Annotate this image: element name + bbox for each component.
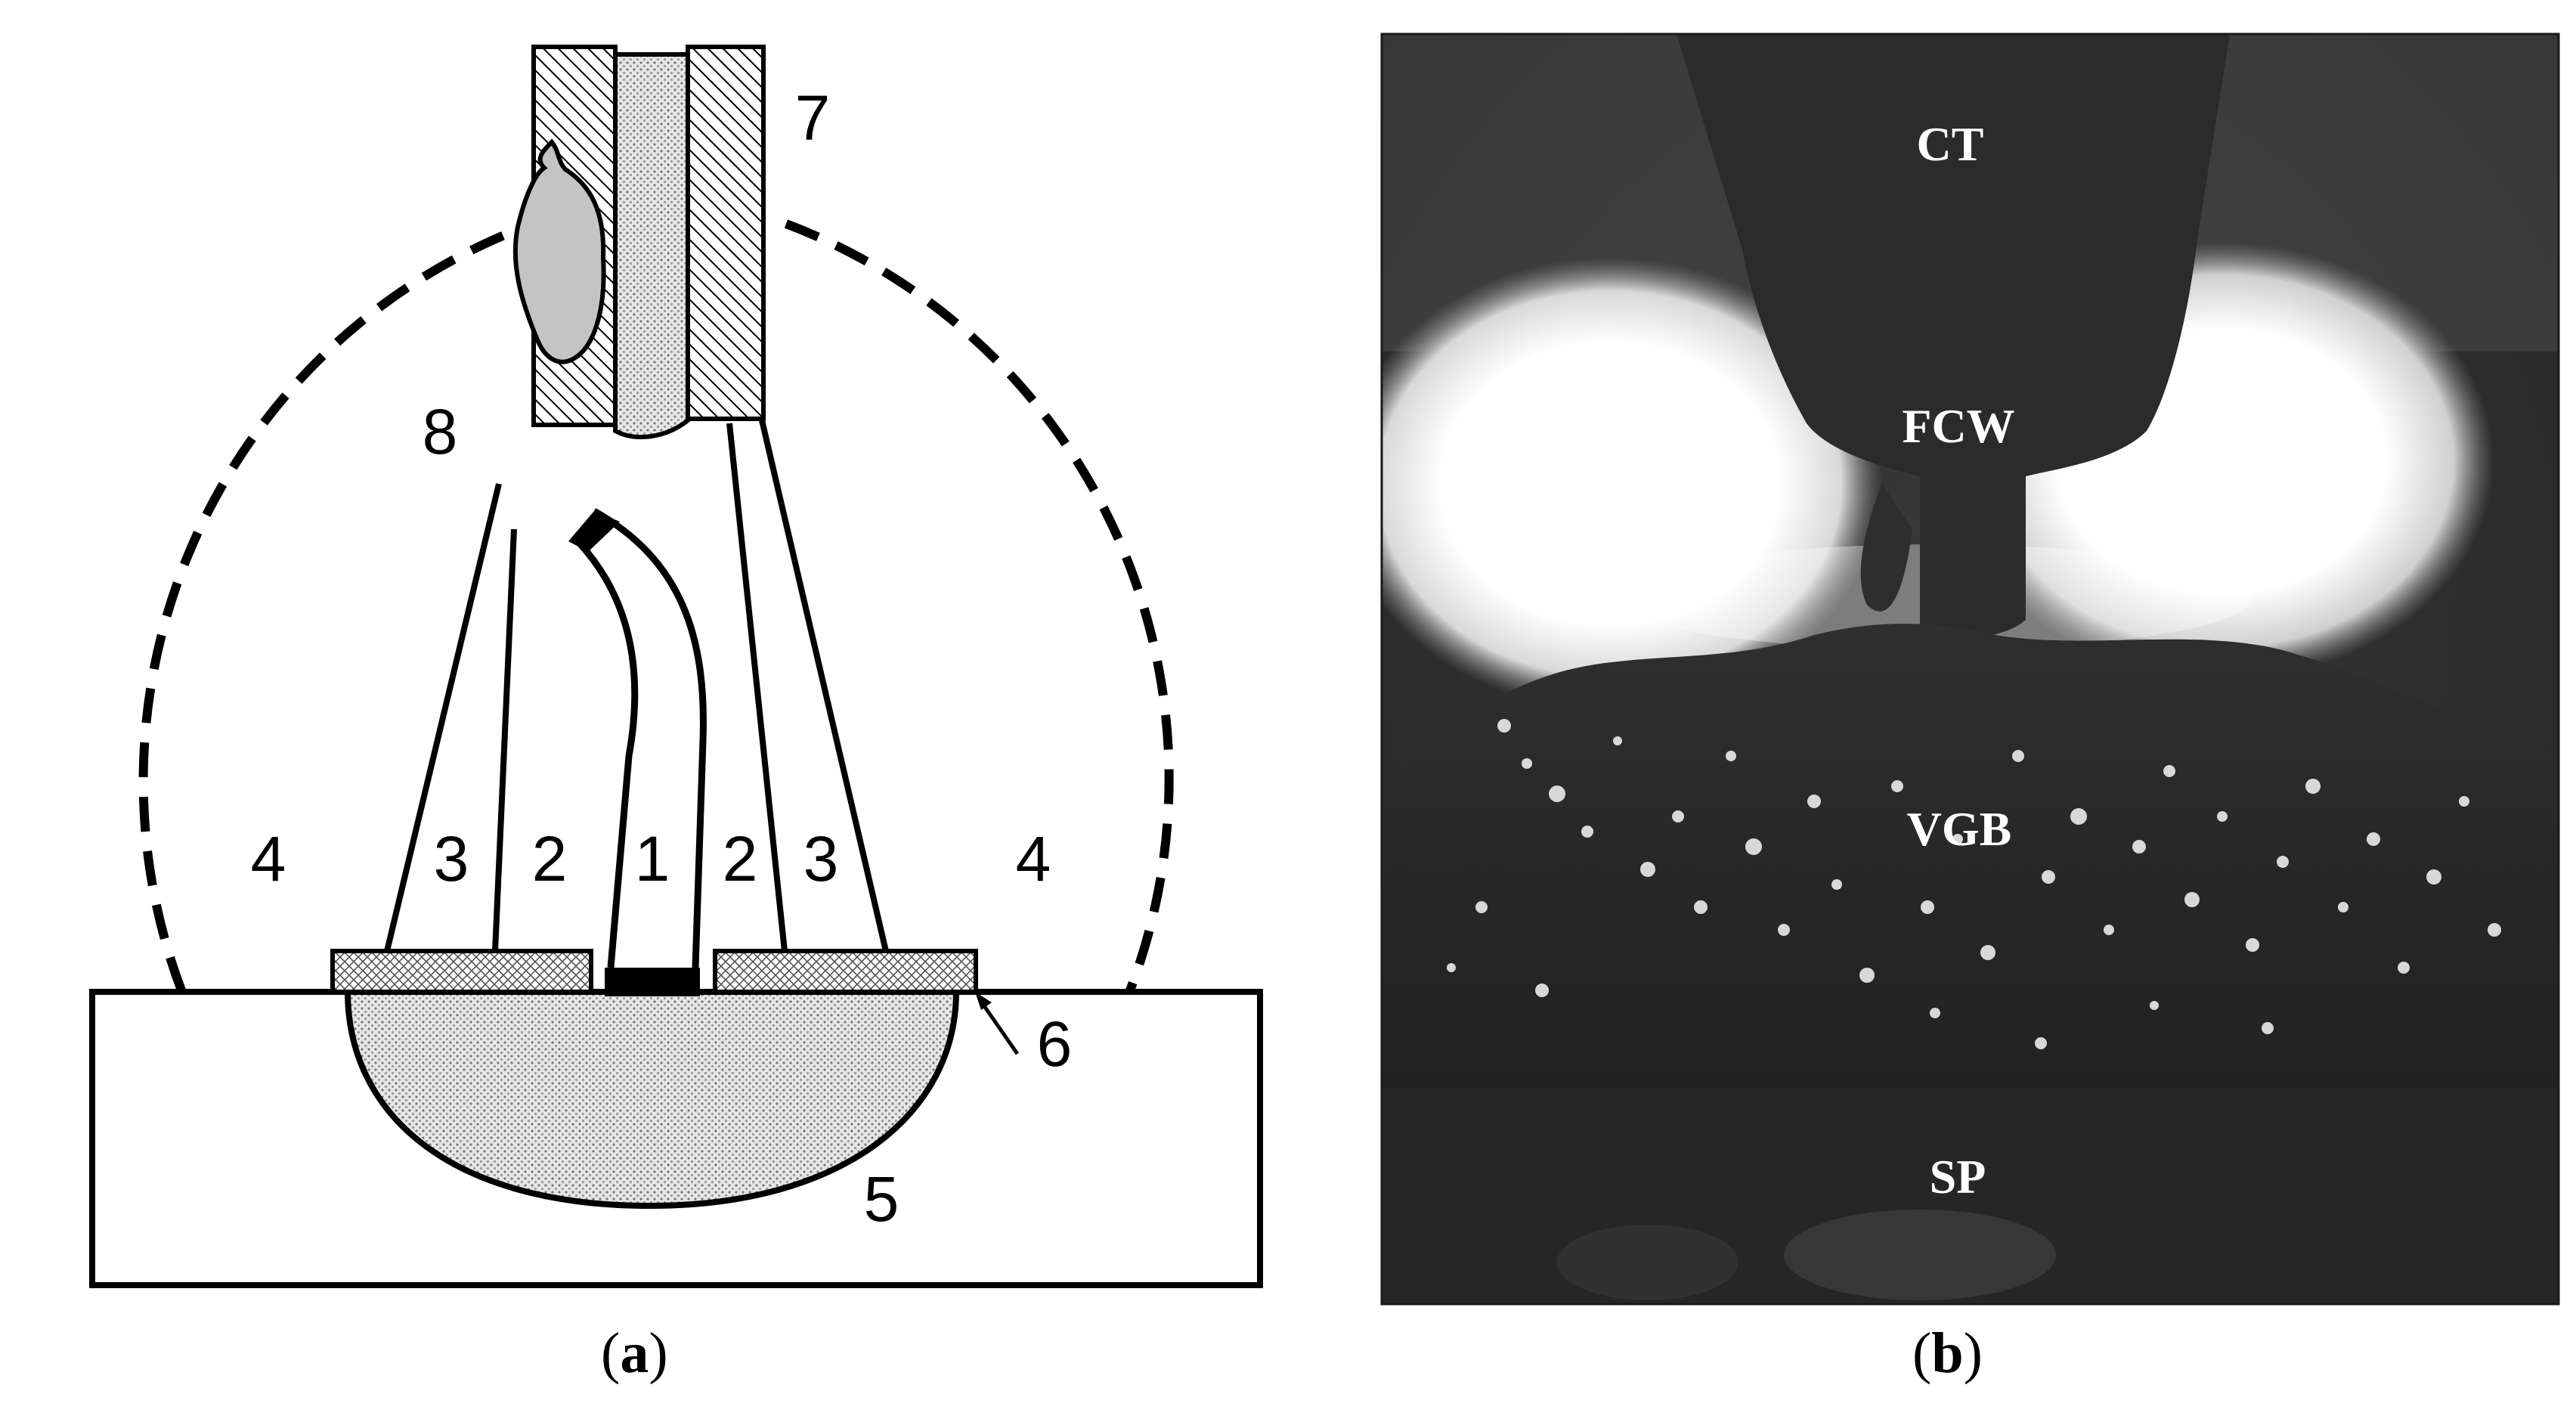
label-zone-3-right: 3 (803, 823, 839, 894)
zone-3-boundary-left (384, 483, 502, 952)
droplet (512, 138, 606, 364)
panel-b-photo: CT FCW VGB SP (1380, 33, 2560, 1306)
label-zone-3-left: 3 (434, 823, 469, 894)
caption-panel-a: (a) (601, 1321, 668, 1385)
slag-pad-right (713, 949, 978, 994)
label-6: 6 (1037, 1008, 1073, 1080)
flux-cored-wire (613, 52, 690, 440)
zone-3-boundary-right (759, 420, 889, 952)
arc-glow-left (1382, 257, 1882, 711)
caption-letter-a: a (620, 1321, 649, 1385)
slag-pool-reflection (1557, 1225, 1738, 1300)
contact-tip (1677, 34, 2230, 638)
slag-pad-left (330, 949, 593, 994)
weld-pool (344, 989, 960, 1210)
label-zone-2-left: 2 (532, 823, 568, 894)
label-sp: SP (1930, 1150, 1986, 1204)
label-zone-4-left: 4 (251, 823, 286, 894)
nozzle-wall-right (686, 45, 766, 421)
label-zone-2-right: 2 (723, 823, 758, 894)
zone-1-channel (577, 541, 639, 968)
dashed-arc (784, 219, 1174, 993)
slag-pool-reflection (1784, 1210, 2056, 1300)
caption-panel-b: (b) (1912, 1321, 1983, 1385)
vgb-particles (1447, 719, 2501, 1049)
droplet-neck (568, 511, 620, 552)
label-zone-4-right: 4 (1016, 823, 1051, 894)
zone-1-channel (592, 508, 707, 968)
label-7: 7 (795, 82, 831, 153)
vapor-gas-bubble (1382, 624, 2559, 1104)
arrow-6-head (975, 992, 992, 1010)
zone-2-boundary-right (726, 423, 788, 952)
arc-root (605, 968, 700, 996)
label-vgb: VGB (1907, 802, 2012, 856)
photo-frame (1380, 33, 2560, 1306)
dashed-arc (138, 219, 535, 993)
label-8: 8 (423, 396, 458, 467)
label-5: 5 (864, 1163, 899, 1235)
wire-tip-droplet (1860, 484, 1912, 612)
zone-2-boundary-left (492, 528, 517, 952)
label-fcw: FCW (1902, 399, 2014, 453)
panel-a-schematic: 1 2 2 3 3 4 4 5 6 7 8 (89, 45, 1263, 1288)
label-zone-1: 1 (635, 823, 670, 894)
caption-letter-b: b (1931, 1321, 1964, 1385)
label-ct: CT (1917, 117, 1984, 171)
arrow-6 (977, 998, 1020, 1055)
